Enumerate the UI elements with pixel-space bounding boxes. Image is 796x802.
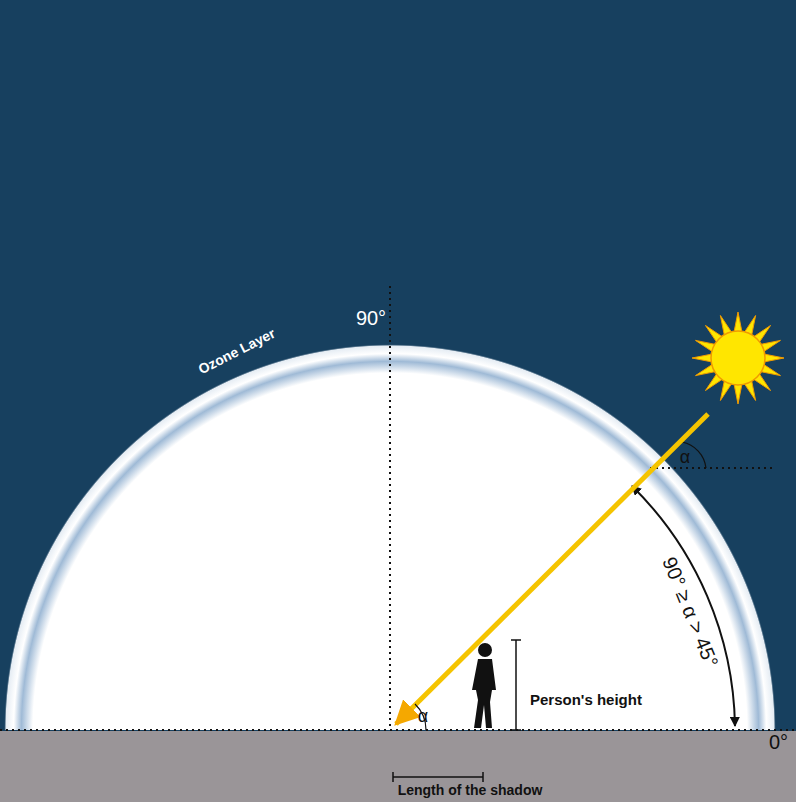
reference-line — [650, 467, 776, 469]
sun-ray-spike — [734, 312, 742, 333]
sun-ray-spike — [763, 354, 784, 362]
height-bracket — [511, 640, 521, 730]
elevation-arc — [632, 486, 735, 726]
ground — [0, 731, 796, 802]
sun-ray-spike — [692, 354, 713, 362]
zenith-angle-label: 90° — [356, 307, 386, 329]
shadow-bracket — [393, 772, 483, 782]
horizon-angle-label: 0° — [769, 731, 788, 753]
shadow-length-label: Length of the shadow — [398, 783, 543, 798]
atmosphere-dome — [4, 344, 776, 730]
zenith-line — [389, 286, 391, 730]
person-silhouette — [472, 643, 496, 728]
angle-symbol: α — [680, 448, 690, 468]
sun — [692, 312, 784, 404]
horizon-line — [0, 729, 796, 731]
angle-symbol: α — [418, 707, 428, 727]
sun-ray-spike — [734, 383, 742, 404]
height-label: Person's height — [530, 692, 642, 709]
